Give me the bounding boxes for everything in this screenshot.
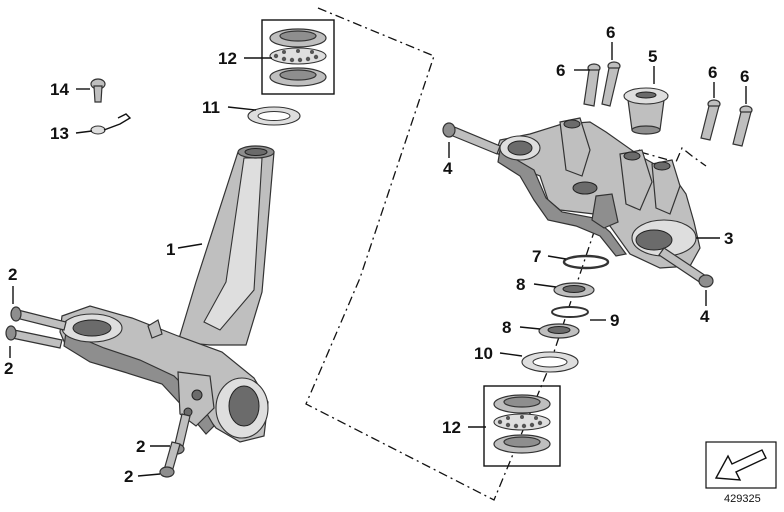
- bearing-set-part-12-bottom: [483, 385, 561, 467]
- callout-5: 5: [648, 47, 657, 66]
- clamp-bolt-part-4-top: [442, 122, 501, 155]
- screw-part-6d: [732, 105, 753, 147]
- callout-9: 9: [610, 311, 619, 330]
- arrow-diagonal-icon: [714, 449, 767, 481]
- callout-8-lower: 8: [502, 318, 511, 337]
- upper-fork-bridge-part-3: [495, 117, 701, 269]
- callout-4-top: 4: [443, 159, 453, 178]
- lower-fork-bridge-part-1: [59, 145, 275, 443]
- bolt-part-2d: [159, 441, 181, 478]
- seal-ring-part-10: [521, 351, 579, 373]
- diagram-number: 429325: [724, 493, 761, 505]
- callout-6b: 6: [606, 23, 615, 42]
- callout-6a: 6: [556, 61, 565, 80]
- callout-6c: 6: [708, 63, 717, 82]
- clip-part-13: [90, 113, 132, 135]
- callout-labels: 12 11 14 13 1 2 2 2 2 4 6 6 5 6 6 3 4 7 …: [4, 23, 749, 486]
- callout-2c: 2: [136, 437, 145, 456]
- callout-4-bottom: 4: [700, 307, 710, 326]
- assembly-dashline: [305, 7, 707, 501]
- callout-7: 7: [532, 247, 541, 266]
- callout-1: 1: [166, 240, 175, 259]
- orientation-box: 429325: [705, 441, 777, 505]
- bolt-part-2a: [10, 306, 67, 331]
- screw-part-6b: [601, 61, 621, 107]
- leader-lines: [9, 42, 747, 477]
- callout-11: 11: [202, 98, 220, 117]
- clamp-bolt-part-4-bottom: [658, 247, 714, 288]
- nut-part-8-lower: [538, 323, 580, 339]
- screw-part-14: [90, 78, 106, 103]
- lock-washer-part-9: [551, 306, 589, 318]
- callout-12-bottom: 12: [442, 418, 461, 437]
- screw-part-6a: [583, 63, 601, 107]
- callout-2a: 2: [8, 265, 17, 284]
- callout-14: 14: [50, 80, 69, 99]
- seal-ring-part-11: [247, 106, 301, 126]
- callout-8-upper: 8: [516, 275, 525, 294]
- callout-10: 10: [474, 344, 493, 363]
- screw-part-6c: [700, 99, 721, 141]
- plug-part-5: [623, 87, 669, 135]
- callout-12-top: 12: [218, 49, 237, 68]
- callout-2b: 2: [4, 359, 13, 378]
- bolt-part-2b: [5, 325, 63, 349]
- circlip-part-7: [562, 254, 610, 270]
- callout-3: 3: [724, 229, 733, 248]
- callout-2d: 2: [124, 467, 133, 486]
- callout-13: 13: [50, 124, 69, 143]
- callout-6d: 6: [740, 67, 749, 86]
- bearing-set-part-12-top: [261, 19, 335, 95]
- nut-part-8-upper: [553, 282, 595, 298]
